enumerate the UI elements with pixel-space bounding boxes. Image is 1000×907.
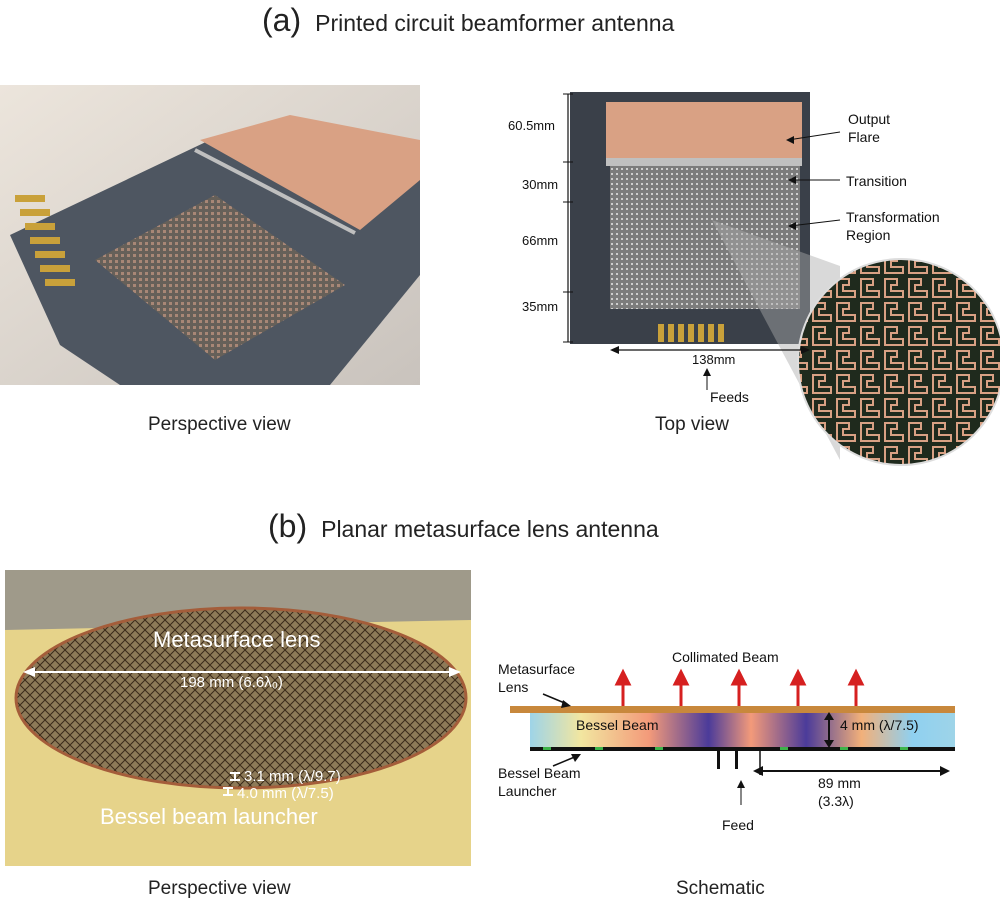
lens-schematic [510,668,955,805]
label-radius: 89 mm (3.3λ) [818,775,861,809]
beamformer-perspective-photo [0,85,420,385]
label-lens-diameter: 198 mm (6.6λ₀) [180,674,283,691]
dim-transition: 30mm [522,177,559,192]
label-schematic-lens: Metasurface Lens [498,661,576,695]
dim-transformation: 66mm [522,233,559,248]
label-schematic-launcher: Bessel Beam Launcher [498,765,581,799]
panel-a-heading: (a) Printed circuit beamformer antenna [262,2,674,39]
panel-b-label: (b) [268,508,308,544]
panel-a-title: Printed circuit beamformer antenna [315,10,675,36]
panel-b-right-caption: Schematic [676,878,765,899]
label-metasurface-lens: Metasurface lens [153,627,321,652]
panel-a-label: (a) [262,2,302,38]
dim-width: 138mm [692,352,736,367]
beamformer-top-photo [570,92,810,344]
dim-feed-region: 35mm [522,299,559,314]
label-output-flare: Output Flare [848,111,891,145]
label-bessel-beam: Bessel Beam [576,717,659,733]
annotation-arrows-a [786,131,841,230]
label-collimated-beam: Collimated Beam [672,649,779,665]
dim-output-flare: 60.5mm [508,118,555,133]
panel-a-right-caption: Top view [655,414,729,435]
label-feeds: Feeds [710,389,749,405]
panel-b-left-caption: Perspective view [148,878,291,899]
vertical-dimension-line [563,93,573,343]
zoom-magnifier [712,220,1000,466]
panel-b-heading: (b) Planar metasurface lens antenna [268,508,659,545]
width-dimension-line [610,346,810,354]
label-height: 4 mm (λ/7.5) [840,717,919,733]
label-bessel-launcher: Bessel beam launcher [100,804,318,829]
panel-a-left-caption: Perspective view [148,414,291,435]
label-transformation-region: Transformation Region [846,209,940,243]
label-gap-1: 3.1 mm (λ/9.7) [244,768,341,785]
label-gap-2: 4.0 mm (λ/7.5) [237,785,334,802]
panel-b-title: Planar metasurface lens antenna [321,516,659,542]
label-transition: Transition [846,173,907,189]
label-feed: Feed [722,817,754,833]
feeds-arrow [703,368,711,390]
lens-perspective-photo [5,570,471,866]
